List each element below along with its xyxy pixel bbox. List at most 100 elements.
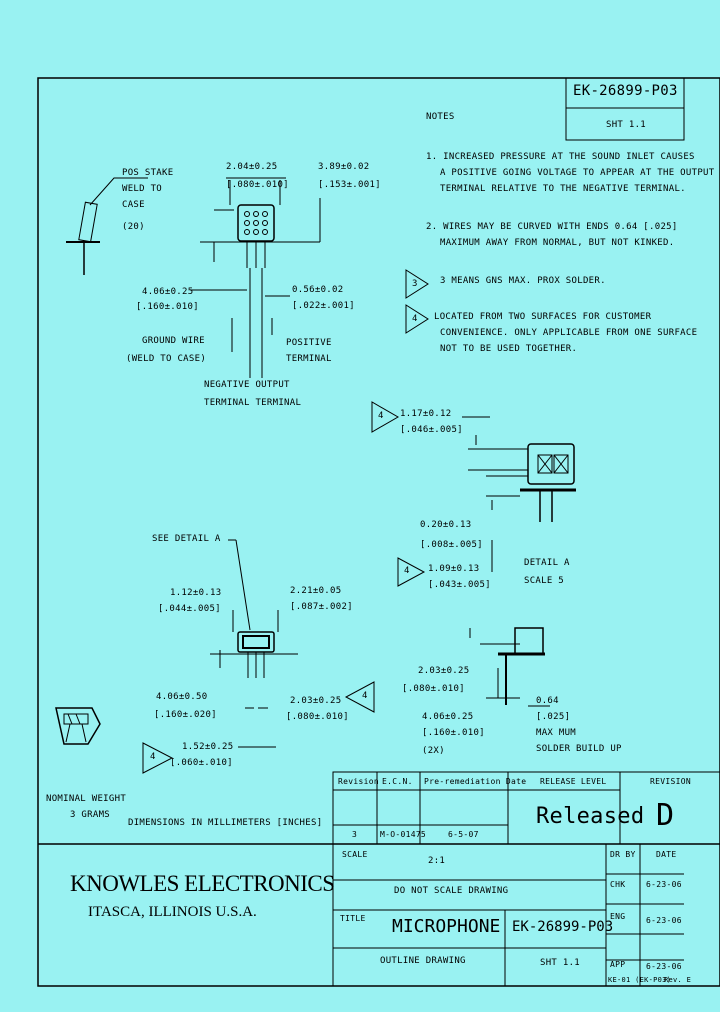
see-detail-a: SEE DETAIL A xyxy=(152,534,221,544)
bottom-flag xyxy=(344,681,375,713)
detail-flag-2 xyxy=(397,557,426,587)
detail-scale: SCALE 5 xyxy=(524,576,565,586)
note3-flag-number: 3 xyxy=(412,279,418,289)
release-status: Released xyxy=(536,804,645,829)
note1-line1: 1. INCREASED PRESSURE AT THE SOUND INLET… xyxy=(426,152,695,162)
bottom-flag-number: 4 xyxy=(362,691,368,701)
row-date: 6-5-07 xyxy=(448,830,479,839)
company-name: KNOWLES ELECTRONICS xyxy=(70,871,335,896)
revision-letter: D xyxy=(656,798,675,833)
side-view-body xyxy=(514,627,544,655)
note3-text: 3 MEANS GNS MAX. PROX SOLDER. xyxy=(440,276,606,286)
sign-eng: ENG xyxy=(610,912,626,921)
pos-stake-3: CASE xyxy=(122,200,145,210)
do-not-scale: DO NOT SCALE DRAWING xyxy=(394,886,509,896)
sign-dr: DR BY xyxy=(610,850,636,859)
footer-right: Rev. E xyxy=(664,976,692,984)
dim-o4: SOLDER BUILD UP xyxy=(536,744,622,754)
negative-output-1: NEGATIVE OUTPUT xyxy=(204,380,290,390)
drawing-frame xyxy=(37,77,720,987)
dim-a1: 2.04±0.25 xyxy=(226,162,278,172)
note1-line2: A POSITIVE GOING VOLTAGE TO APPEAR AT TH… xyxy=(440,168,715,178)
dim-d2: [.022±.001] xyxy=(292,301,355,311)
dim-f2: [.008±.005] xyxy=(420,540,483,550)
subtitle: OUTLINE DRAWING xyxy=(380,956,466,966)
header-number-box xyxy=(565,77,685,141)
dim-l1: 1.52±0.25 xyxy=(182,742,234,752)
positive-terminal-1: POSITIVE xyxy=(286,338,332,348)
pos-stake-leader xyxy=(89,177,148,206)
scale-label: SCALE xyxy=(342,850,368,859)
revision-header: REVISION xyxy=(650,777,691,786)
dim-n3: (2X) xyxy=(422,746,445,756)
sign-eng-date: 6-23-06 xyxy=(646,916,682,925)
sign-chk-date: 6-23-06 xyxy=(646,880,682,889)
dim-b2: [.153±.001] xyxy=(318,180,381,190)
positive-terminal-2: TERMINAL xyxy=(286,354,332,364)
pos-stake-2: WELD TO xyxy=(122,184,163,194)
note2-line1: 2. WIRES MAY BE CURVED WITH ENDS 0.64 [.… xyxy=(426,222,678,232)
dim-n2: [.160±.010] xyxy=(422,728,485,738)
dim-c1: 4.06±0.25 xyxy=(142,287,194,297)
pos-stake-4: (20) xyxy=(122,222,145,232)
dim-e1: 1.17±0.12 xyxy=(400,409,452,419)
dim-k2: [.080±.010] xyxy=(286,712,349,722)
dim-b1: 3.89±0.02 xyxy=(318,162,370,172)
dim-l2: [.060±.010] xyxy=(170,758,233,768)
dim-h2: [.044±.005] xyxy=(158,604,221,614)
dim-j2: [.160±.020] xyxy=(154,710,217,720)
title-drawing-number: EK-26899-P03 xyxy=(512,919,614,935)
title-label: TITLE xyxy=(340,914,366,923)
detail-flag-number: 4 xyxy=(378,411,384,421)
ecn-header: E.C.N. xyxy=(382,777,413,786)
title-sheet: SHT 1.1 xyxy=(540,958,581,968)
note3-flag xyxy=(405,269,429,299)
dim-o2: [.025] xyxy=(536,712,571,722)
dim-g1: 1.09±0.13 xyxy=(428,564,480,574)
title: MICROPHONE xyxy=(392,916,501,937)
dim-a2: [.080±.010] xyxy=(226,180,289,190)
note4-flag xyxy=(405,304,429,334)
dim-o3: MAX MUM xyxy=(536,728,577,738)
sign-app-date: 6-23-06 xyxy=(646,962,682,971)
bottom-flag-2-number: 4 xyxy=(150,752,156,762)
scale-value: 2:1 xyxy=(428,856,446,866)
header-sheet: SHT 1.1 xyxy=(606,120,647,130)
dim-c2: [.160±.010] xyxy=(136,302,199,312)
note4-flag-number: 4 xyxy=(412,314,418,324)
rev-header: Revision xyxy=(338,777,379,786)
pos-stake-1: POS STAKE xyxy=(122,168,174,178)
dim-o1: 0.64 xyxy=(536,696,559,706)
sign-app: APP xyxy=(610,960,626,969)
sign-dr-date: DATE xyxy=(656,850,677,859)
dim-d1: 0.56±0.02 xyxy=(292,285,344,295)
nominal-weight: NOMINAL WEIGHT xyxy=(46,794,127,804)
dim-m1: 2.03±0.25 xyxy=(418,666,470,676)
dim-i2: [.087±.002] xyxy=(290,602,353,612)
note2-line2: MAXIMUM AWAY FROM NORMAL, BUT NOT KINKED… xyxy=(440,238,675,248)
detail-flag xyxy=(371,401,400,433)
sign-chk: CHK xyxy=(610,880,626,889)
dim-i1: 2.21±0.05 xyxy=(290,586,342,596)
ground-wire-2: (WELD TO CASE) xyxy=(126,354,207,364)
ground-wire-1: GROUND WIRE xyxy=(142,336,205,346)
row-rev: 3 xyxy=(352,830,358,839)
dim-k1: 2.03±0.25 xyxy=(290,696,342,706)
row-ecn: M-O-01475 xyxy=(380,830,427,839)
detail-a-body xyxy=(527,443,575,485)
dim-e2: [.046±.005] xyxy=(400,425,463,435)
bottom-flag-2 xyxy=(142,742,174,774)
notes-heading: NOTES xyxy=(426,112,455,122)
header-drawing-number: EK-26899-P03 xyxy=(573,83,678,99)
dim-m2: [.080±.010] xyxy=(402,684,465,694)
weight-value: 3 GRAMS xyxy=(70,810,111,820)
dim-g2: [.043±.005] xyxy=(428,580,491,590)
note4-line2: CONVENIENCE. ONLY APPLICABLE FROM ONE SU… xyxy=(440,328,698,338)
weight-sketch xyxy=(55,707,101,745)
dim-j1: 4.06±0.50 xyxy=(156,692,208,702)
footer-left: KE-01 (EK-P03) xyxy=(608,976,672,984)
note4-line3: NOT TO BE USED TOGETHER. xyxy=(440,344,578,354)
negative-output-2: TERMINAL TERMINAL xyxy=(204,398,302,408)
dim-n1: 4.06±0.25 xyxy=(422,712,474,722)
